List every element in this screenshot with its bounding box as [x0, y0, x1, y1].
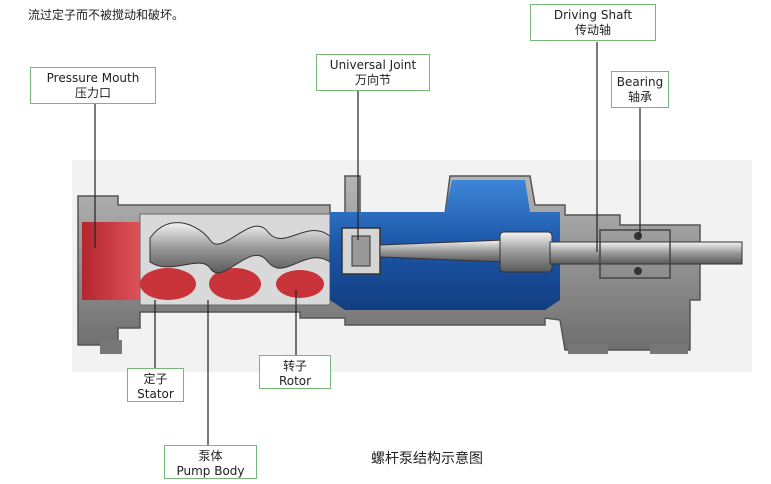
label-pump-body: 泵体 Pump Body: [164, 445, 257, 479]
bearing-ball: [634, 232, 642, 240]
label-bearing-en: Bearing: [616, 75, 664, 89]
label-bearing-zh: 轴承: [627, 90, 652, 104]
label-rotor-en: Rotor: [278, 374, 312, 388]
label-driving-shaft-en: Driving Shaft: [553, 8, 633, 22]
label-universal-joint: Universal Joint 万向节: [316, 54, 430, 91]
label-rotor-zh: 转子: [282, 359, 307, 373]
pressure-chamber: [82, 222, 140, 300]
label-bearing: Bearing 轴承: [611, 71, 669, 108]
red-cavity: [209, 268, 261, 300]
label-pump-body-en: Pump Body: [176, 464, 245, 478]
red-cavity: [140, 268, 196, 300]
label-driving-shaft-zh: 传动轴: [574, 23, 611, 37]
label-pump-body-zh: 泵体: [198, 449, 223, 463]
mounting-foot: [650, 344, 688, 354]
drive-shaft: [549, 241, 743, 265]
label-rotor: 转子 Rotor: [259, 355, 331, 389]
label-pressure-mouth-en: Pressure Mouth: [46, 71, 140, 85]
intro-text: 流过定子而不被搅动和破坏。: [28, 8, 185, 22]
mounting-foot: [100, 340, 122, 354]
label-driving-shaft: Driving Shaft 传动轴: [530, 4, 656, 41]
label-stator: 定子 Stator: [127, 368, 184, 402]
mounting-foot: [568, 344, 608, 354]
bearing-housing: [599, 229, 671, 279]
label-universal-joint-zh: 万向节: [354, 73, 391, 87]
diagram-caption: 螺杆泵结构示意图: [371, 451, 483, 467]
red-cavity: [276, 270, 324, 298]
label-stator-en: Stator: [137, 387, 174, 401]
label-universal-joint-en: Universal Joint: [329, 58, 417, 72]
label-pressure-mouth-zh: 压力口: [74, 86, 111, 100]
label-stator-zh: 定子: [143, 372, 168, 386]
coupling-hub: [499, 231, 553, 273]
universal-joint-pin: [351, 235, 371, 267]
label-pressure-mouth: Pressure Mouth 压力口: [30, 67, 156, 104]
bearing-ball: [634, 267, 642, 275]
